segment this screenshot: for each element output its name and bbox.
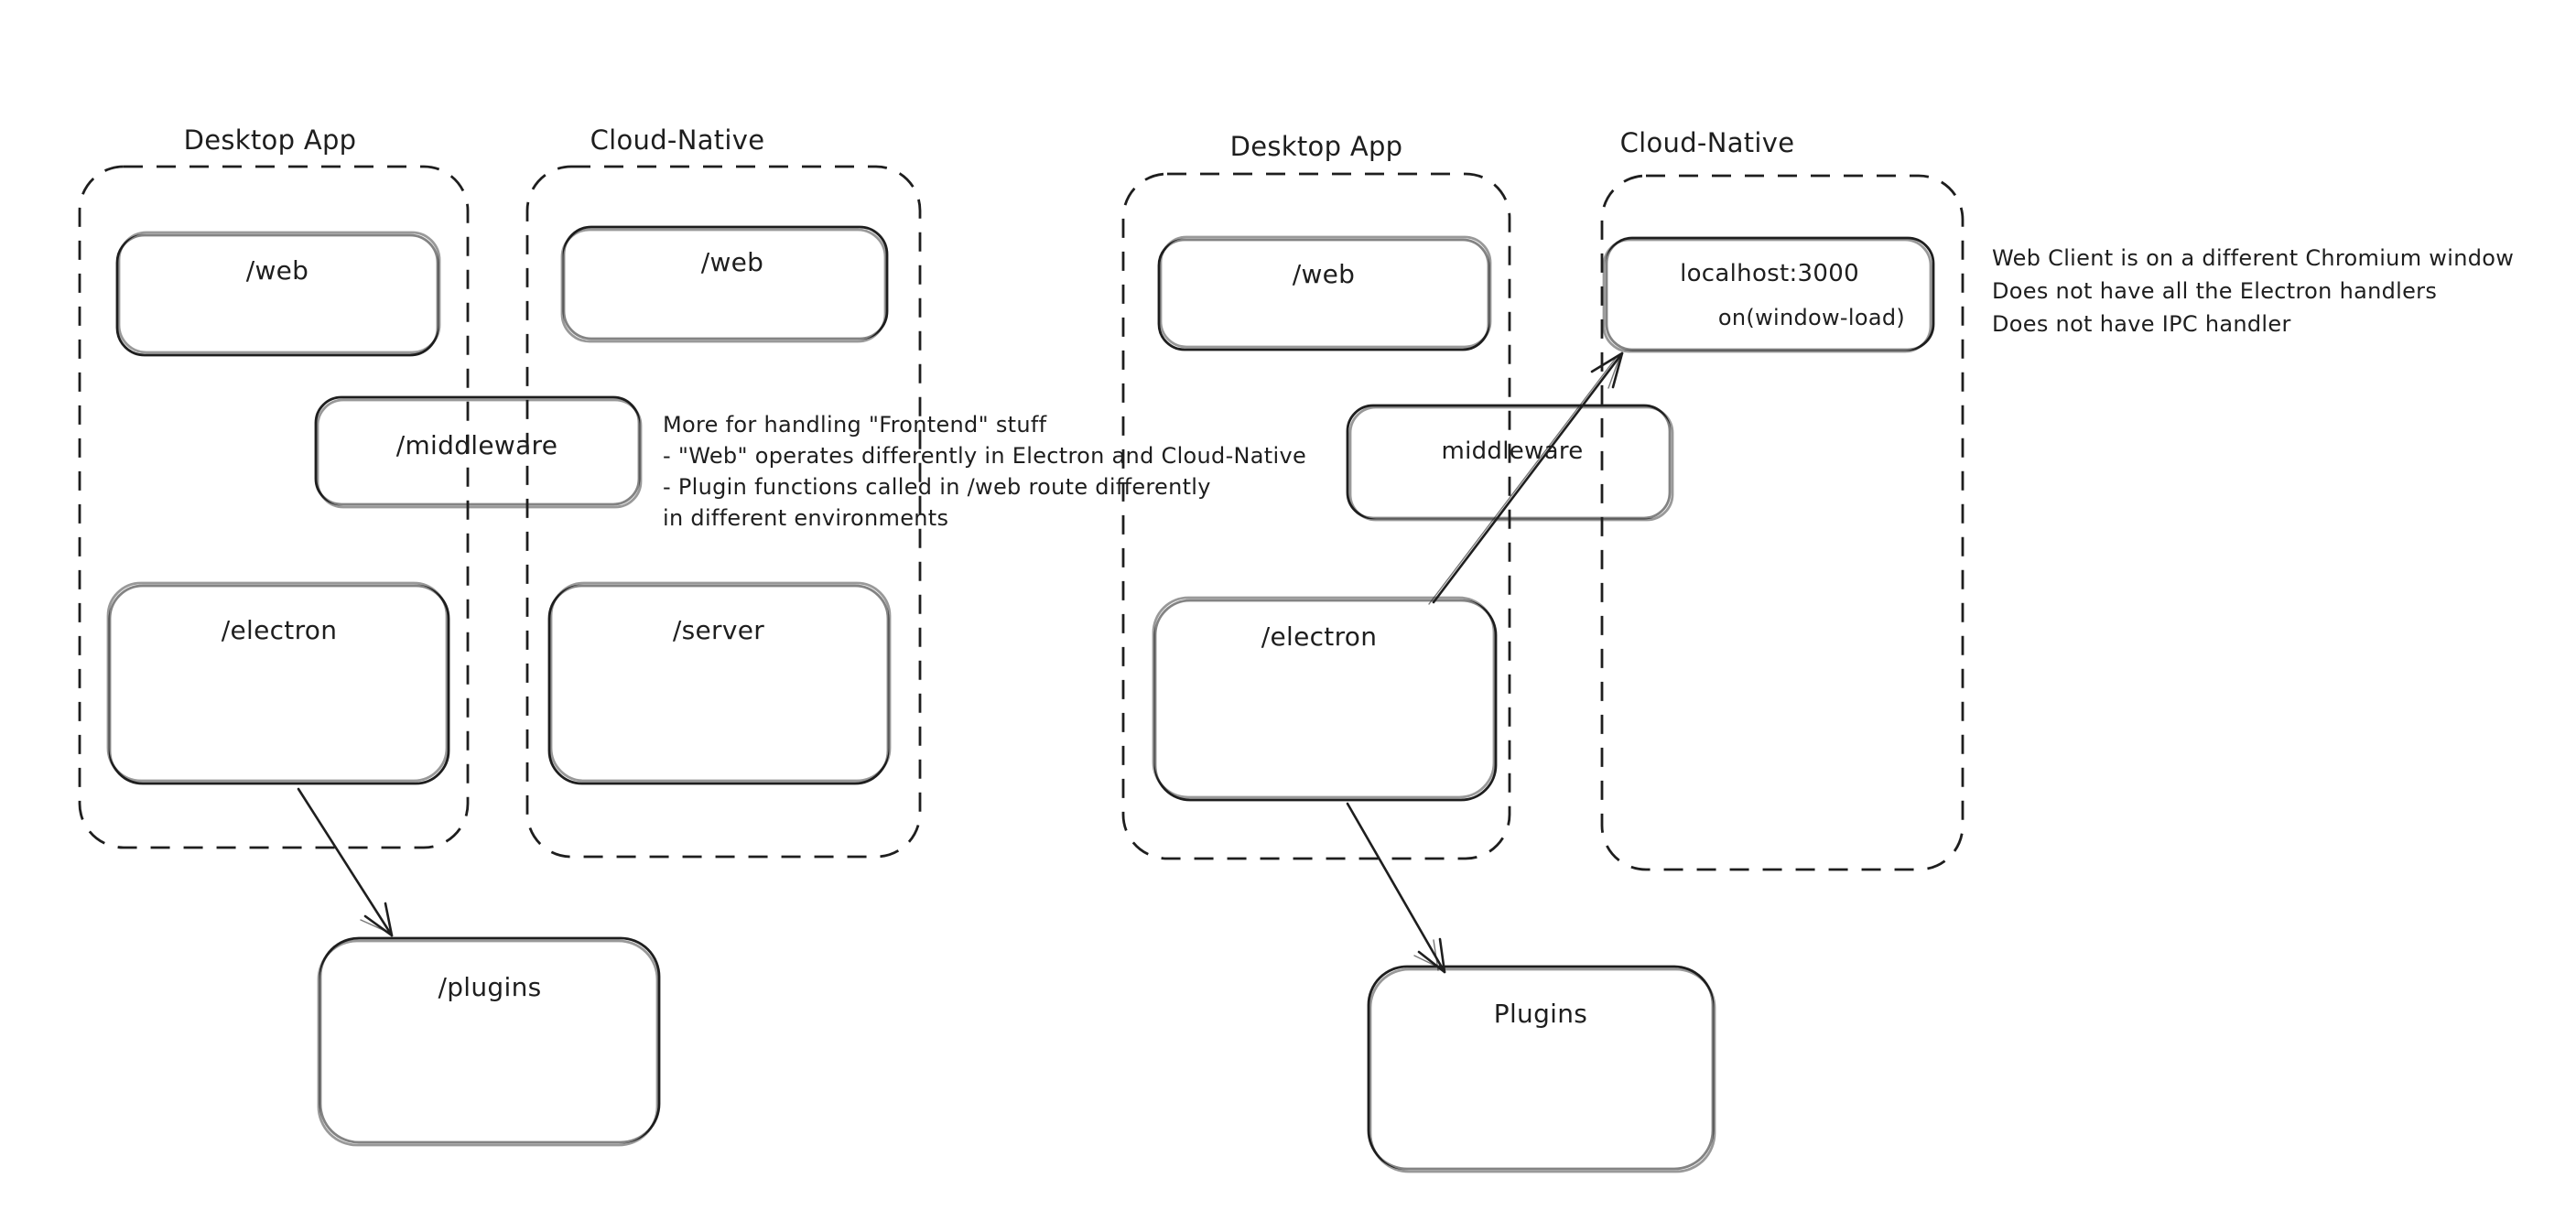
left-web-cloud-label: /web [701,247,764,277]
green-note-line-3: - Plugin functions called in /web route … [663,474,1211,500]
right-localhost-box[interactable]: localhost:3000 on(window-load) [1602,236,1935,353]
right-desktop-app-container[interactable] [1121,172,1511,860]
red-note-line-2: Does not have all the Electron handlers [1992,278,2437,304]
left-electron-to-plugins-arrow[interactable] [297,787,394,937]
right-web-label: /web [1293,259,1356,289]
right-window-load-label: on(window-load) [1718,305,1905,330]
right-electron-to-plugins-arrow[interactable] [1346,802,1446,974]
left-web-desktop-label: /web [246,255,309,286]
right-middleware-label: middleware [1441,438,1583,465]
green-note-line-1: More for handling "Frontend" stuff [663,412,1047,438]
right-red-note[interactable]: Web Client is on a different Chromium wi… [1992,245,2514,337]
red-note-line-1: Web Client is on a different Chromium wi… [1992,245,2514,271]
left-middleware-box[interactable]: /middleware [314,395,643,509]
right-plugins-label: Plugins [1494,999,1587,1029]
left-plugins-label: /plugins [438,972,541,1002]
left-web-cloud-box[interactable]: /web [560,225,889,343]
right-web-box[interactable]: /web [1157,235,1492,351]
left-electron-box[interactable]: /electron [106,581,450,785]
left-web-desktop-box[interactable]: /web [115,231,441,357]
right-cloud-native-title[interactable]: Cloud-Native [1620,127,1795,158]
right-desktop-app-title[interactable]: Desktop App [1230,131,1403,162]
right-electron-label: /electron [1261,621,1378,652]
right-electron-box[interactable]: /electron [1152,596,1498,802]
right-plugins-box[interactable]: Plugins [1367,965,1716,1173]
green-note-line-2: - "Web" operates differently in Electron… [663,443,1306,469]
left-cloud-native-title[interactable]: Cloud-Native [590,124,765,156]
left-cloud-native-container[interactable] [525,165,922,859]
left-middleware-label: /middleware [396,430,558,460]
green-note-line-4: in different environments [663,505,948,531]
right-electron-to-localhost-arrow[interactable] [1428,351,1624,605]
left-server-label: /server [673,615,764,645]
red-note-line-3: Does not have IPC handler [1992,311,2291,337]
left-desktop-app-container[interactable] [78,165,470,849]
left-server-box[interactable]: /server [547,581,892,785]
left-electron-label: /electron [222,615,338,645]
left-green-note[interactable]: More for handling "Frontend" stuff - "We… [663,412,1306,531]
right-localhost-label: localhost:3000 [1680,260,1859,287]
left-plugins-box[interactable]: /plugins [317,936,661,1147]
right-cloud-native-container[interactable] [1600,174,1964,871]
left-desktop-app-title[interactable]: Desktop App [184,124,357,156]
